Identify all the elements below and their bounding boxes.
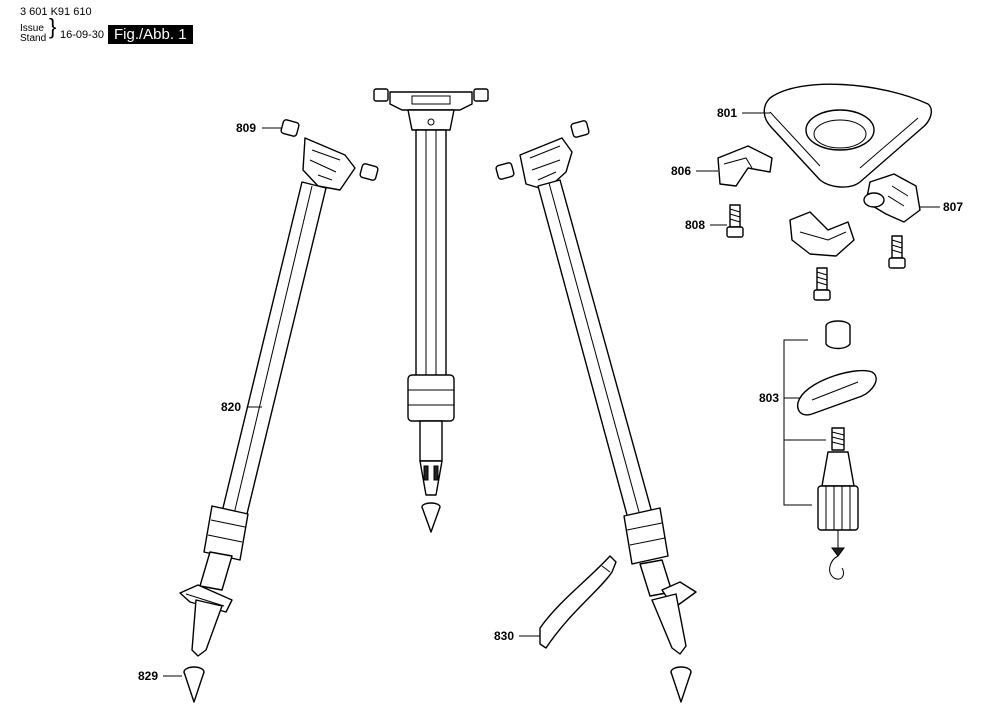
brace: } bbox=[49, 14, 57, 39]
part-829-tip bbox=[183, 666, 205, 703]
label-803: 803 bbox=[759, 391, 779, 405]
label-820: 820 bbox=[221, 400, 241, 414]
part-806-clamp bbox=[717, 145, 773, 187]
part-808-screw bbox=[726, 204, 744, 238]
label-830: 830 bbox=[494, 629, 514, 643]
label-806: 806 bbox=[671, 164, 691, 178]
part-809-caps bbox=[280, 119, 379, 181]
part-803-plumb-assembly bbox=[783, 320, 877, 580]
label-829: 829 bbox=[138, 669, 158, 683]
label-809: 809 bbox=[236, 121, 256, 135]
stand-label: Stand bbox=[20, 33, 47, 44]
right-leg-assembly bbox=[495, 120, 697, 703]
issue-date: 16-09-30 bbox=[60, 29, 105, 41]
center-leg-assembly bbox=[373, 88, 489, 533]
issue-label: Issue bbox=[20, 23, 44, 34]
figure-label: Fig./Abb. 1 bbox=[108, 25, 193, 44]
left-leg-assembly bbox=[179, 119, 379, 703]
document-number: 3 601 K91 610 bbox=[20, 6, 92, 18]
part-801-head-plate bbox=[763, 83, 932, 188]
label-807: 807 bbox=[943, 200, 963, 214]
center-clamp bbox=[789, 211, 855, 301]
label-801: 801 bbox=[717, 106, 737, 120]
part-807-knob bbox=[863, 173, 921, 269]
part-830-strap bbox=[539, 555, 617, 649]
label-808: 808 bbox=[685, 218, 705, 232]
